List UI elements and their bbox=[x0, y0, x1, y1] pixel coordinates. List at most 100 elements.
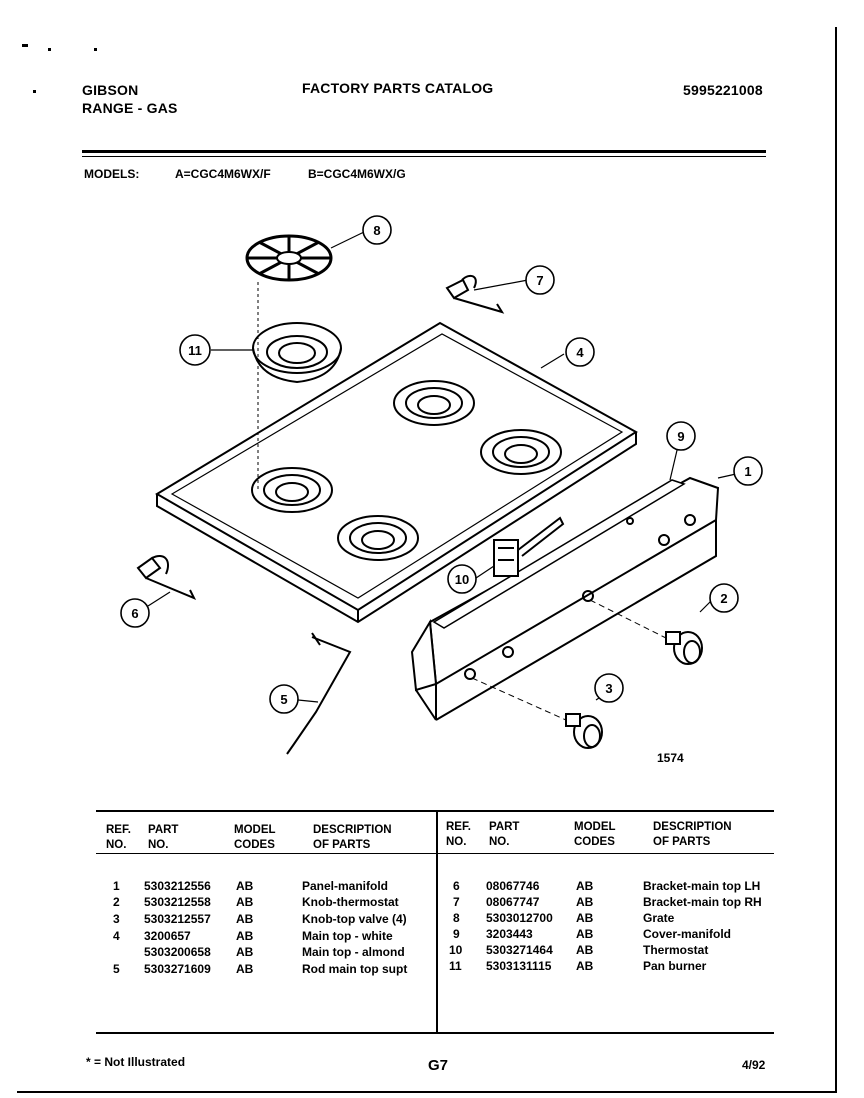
part-description: Knob-thermostat bbox=[302, 895, 399, 909]
callout-1: 1 bbox=[733, 456, 763, 486]
part-no: 5303271464 bbox=[486, 943, 553, 957]
svg-text:4: 4 bbox=[576, 345, 584, 360]
page-number: G7 bbox=[428, 1057, 449, 1074]
model-codes: AB bbox=[576, 959, 594, 973]
pan-burner-part-11 bbox=[252, 322, 342, 384]
model-codes: AB bbox=[576, 879, 594, 893]
rod-part-5 bbox=[286, 632, 352, 755]
grate-part-8 bbox=[245, 234, 333, 282]
exploded-parts-diagram: 1 2 3 4 5 6 7 8 9 10 11 1574 bbox=[120, 215, 763, 765]
part-description: Knob-top valve (4) bbox=[302, 912, 407, 926]
model-codes: AB bbox=[236, 962, 254, 976]
table-bottom-rule bbox=[96, 1032, 774, 1034]
callout-5: 5 bbox=[269, 684, 299, 714]
model-codes: AB bbox=[576, 927, 594, 941]
header-ref-left: REF.NO. bbox=[106, 824, 131, 851]
knob-top-valve-part-3 bbox=[565, 713, 603, 749]
part-no: 5303212557 bbox=[144, 912, 211, 926]
scan-speck bbox=[48, 48, 51, 51]
ref-no: 2 bbox=[113, 895, 120, 909]
knob-thermostat-part-2 bbox=[665, 631, 703, 665]
svg-text:8: 8 bbox=[373, 223, 380, 238]
ref-no: 3 bbox=[113, 912, 120, 926]
table-center-rule bbox=[436, 812, 438, 1032]
part-no: 5303131115 bbox=[486, 959, 552, 973]
ref-no: 7 bbox=[453, 895, 460, 909]
part-description: Bracket-main top RH bbox=[643, 895, 762, 909]
model-codes: AB bbox=[236, 945, 254, 959]
diagram-code: 1574 bbox=[657, 751, 684, 765]
product-line: RANGE - GAS bbox=[82, 100, 178, 116]
model-codes: AB bbox=[576, 911, 594, 925]
svg-text:6: 6 bbox=[131, 606, 138, 621]
callout-10: 10 bbox=[447, 564, 477, 594]
svg-text:2: 2 bbox=[720, 591, 727, 606]
svg-text:1: 1 bbox=[744, 464, 751, 479]
part-no: 5303271609 bbox=[144, 962, 211, 976]
model-a: A=CGC4M6WX/F bbox=[175, 167, 271, 181]
part-description: Rod main top supt bbox=[302, 962, 408, 976]
part-description: Main top - almond bbox=[302, 945, 405, 959]
svg-text:5: 5 bbox=[280, 692, 287, 707]
scan-speck bbox=[22, 44, 28, 47]
part-description: Pan burner bbox=[643, 959, 707, 973]
burner-opening bbox=[337, 515, 419, 561]
burner-opening bbox=[393, 380, 475, 426]
catalog-date: 4/92 bbox=[742, 1058, 766, 1072]
catalog-number: 5995221008 bbox=[683, 82, 763, 98]
part-no: 08067747 bbox=[486, 895, 540, 909]
callout-8: 8 bbox=[362, 215, 392, 245]
header-rule bbox=[82, 150, 766, 153]
model-b: B=CGC4M6WX/G bbox=[308, 167, 406, 181]
header-rule-thin bbox=[82, 156, 766, 157]
models-label: MODELS: bbox=[84, 167, 140, 181]
callout-2: 2 bbox=[709, 583, 739, 613]
ref-no: 11 bbox=[449, 959, 462, 973]
scan-speck bbox=[94, 48, 97, 51]
part-no: 5303012700 bbox=[486, 911, 553, 925]
part-no: 5303212558 bbox=[144, 895, 211, 909]
part-no: 5303200658 bbox=[144, 945, 211, 959]
ref-no: 6 bbox=[453, 879, 460, 893]
part-description: Bracket-main top LH bbox=[643, 879, 761, 893]
part-no: 5303212556 bbox=[144, 879, 211, 893]
manifold-cover-part-9 bbox=[432, 479, 686, 629]
model-codes: AB bbox=[236, 879, 254, 893]
ref-no: 10 bbox=[449, 943, 463, 957]
brand: GIBSON bbox=[82, 82, 139, 98]
header-ref-right: REF.NO. bbox=[446, 821, 471, 848]
header-underline-right bbox=[438, 853, 774, 854]
model-codes: AB bbox=[236, 912, 254, 926]
svg-text:7: 7 bbox=[536, 273, 543, 288]
svg-text:3: 3 bbox=[605, 681, 612, 696]
burner-opening bbox=[251, 467, 333, 513]
callout-11: 11 bbox=[179, 334, 211, 366]
ref-no: 8 bbox=[453, 911, 460, 925]
svg-text:10: 10 bbox=[455, 572, 469, 587]
scan-speck bbox=[33, 90, 36, 93]
main-top-part-4 bbox=[155, 321, 638, 624]
callout-9: 9 bbox=[666, 421, 696, 451]
part-description: Grate bbox=[643, 911, 675, 925]
svg-text:11: 11 bbox=[188, 343, 202, 358]
ref-no: 4 bbox=[113, 929, 120, 943]
catalog-title: FACTORY PARTS CATALOG bbox=[302, 80, 494, 96]
thermostat-part-10 bbox=[493, 516, 565, 577]
callout-3: 3 bbox=[594, 673, 624, 703]
ref-no: 1 bbox=[113, 879, 120, 893]
table-top-rule bbox=[96, 810, 774, 812]
model-codes: AB bbox=[576, 895, 594, 909]
ref-no: 9 bbox=[453, 927, 460, 941]
not-illustrated-note: * = Not Illustrated bbox=[86, 1055, 186, 1069]
bracket-lh-part-6 bbox=[136, 555, 197, 600]
part-no: 08067746 bbox=[486, 879, 540, 893]
header-underline-left bbox=[96, 853, 436, 854]
part-description: Thermostat bbox=[643, 943, 709, 957]
part-description: Main top - white bbox=[302, 929, 393, 943]
